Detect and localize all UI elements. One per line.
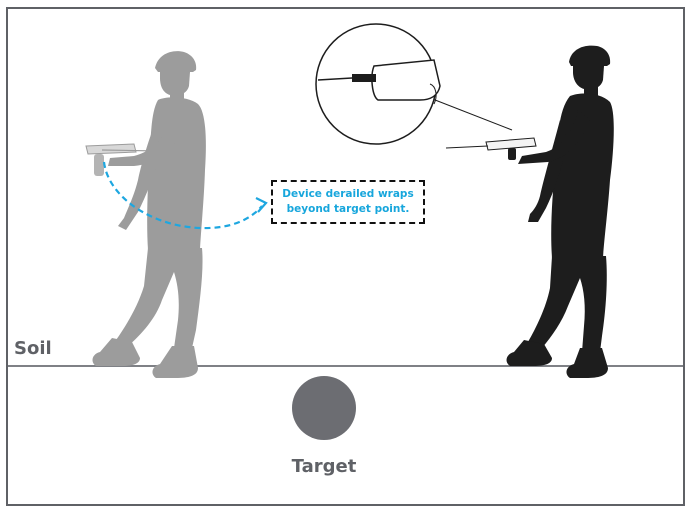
trajectory-arrow <box>102 161 263 230</box>
operator-device-icon <box>445 137 537 160</box>
target-icon <box>292 376 356 440</box>
ghost-device-icon <box>85 143 161 176</box>
callout-box: Device derailed wraps beyond target poin… <box>271 180 425 224</box>
ghost-operator-icon <box>92 51 206 378</box>
zoom-magnifier-icon <box>315 23 513 145</box>
soil-label: Soil <box>14 338 52 359</box>
callout-line-1: Device derailed wraps <box>282 188 414 200</box>
operator-icon <box>506 45 614 378</box>
callout-line-2: beyond target point. <box>286 203 410 215</box>
target-label: Target <box>291 456 357 477</box>
trajectory-arrowhead-icon <box>255 197 268 213</box>
frame-border <box>6 7 685 506</box>
